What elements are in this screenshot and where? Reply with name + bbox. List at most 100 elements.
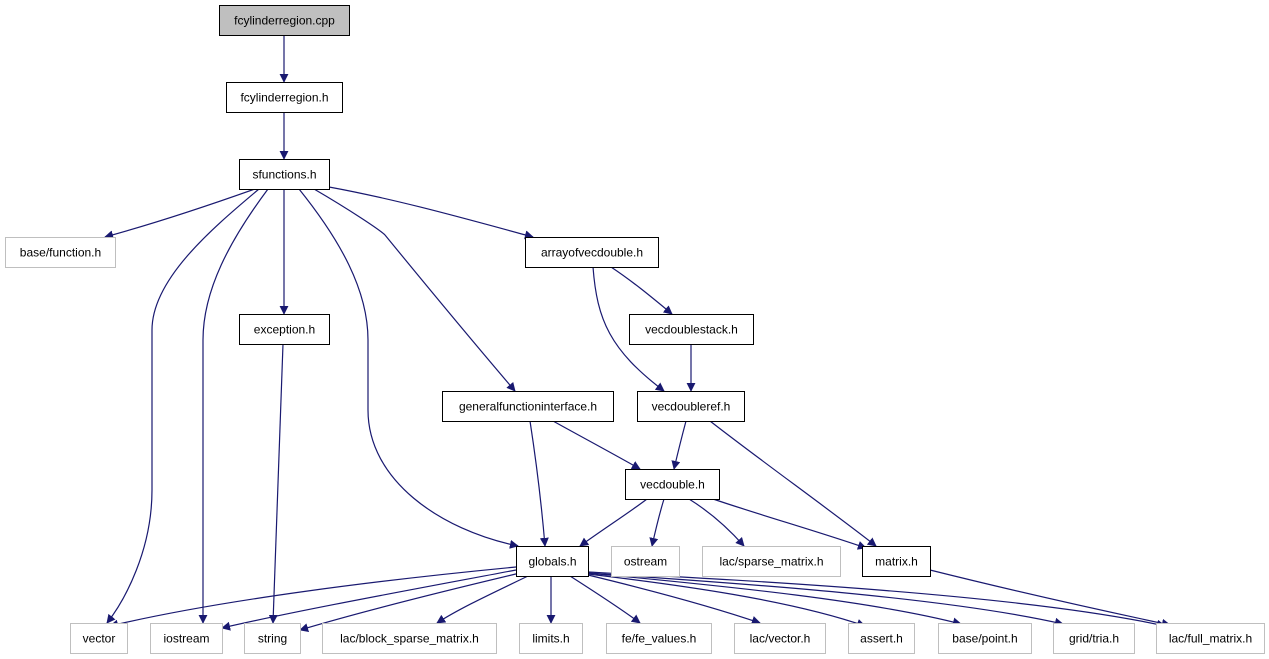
node-box: [938, 623, 1032, 654]
node-label: assert.h: [860, 632, 903, 646]
node-box: [1053, 623, 1135, 654]
node-label: lac/block_sparse_matrix.h: [340, 632, 479, 646]
node-label: fe/fe_values.h: [622, 632, 697, 646]
edge-sfunctions_h-to-generalfunctioninterface_h: [313, 188, 516, 392]
node-box: [848, 623, 915, 654]
edge-sfunctions_h-to-base_function_h: [104, 188, 256, 240]
node-label: fcylinderregion.cpp: [234, 14, 335, 28]
node-box: [239, 314, 330, 345]
edge-vecdoubleref_h-to-vecdouble_h: [671, 420, 687, 470]
node-label: string: [258, 632, 287, 646]
node-label: vecdoubleref.h: [652, 400, 731, 414]
node-lac_vector_h: lac/vector.h: [734, 623, 826, 654]
edge-globals_h-to-vector: [109, 566, 517, 629]
edge-sfunctions_h-to-iostream: [198, 188, 269, 624]
node-box: [244, 623, 301, 654]
node-base_function_h: base/function.h: [5, 237, 116, 268]
node-label: lac/vector.h: [750, 632, 811, 646]
node-box: [150, 623, 223, 654]
node-lac_sparse_matrix_h: lac/sparse_matrix.h: [702, 546, 841, 577]
node-fe_fe_values_h: fe/fe_values.h: [606, 623, 712, 654]
node-sfunctions_h[interactable]: sfunctions.h: [239, 159, 330, 190]
node-box: [734, 623, 826, 654]
node-label: ostream: [624, 555, 667, 569]
node-box: [625, 469, 720, 500]
node-string: string: [244, 623, 301, 654]
node-assert_h: assert.h: [848, 623, 915, 654]
edges-layer: [104, 35, 1171, 632]
edge-vecdouble_h-to-globals_h: [579, 498, 648, 547]
edge-globals_h-to-iostream: [221, 569, 517, 631]
node-vecdoublestack_h[interactable]: vecdoublestack.h: [629, 314, 754, 345]
edge-globals_h-to-string: [299, 572, 521, 632]
nodes-layer: fcylinderregion.cpp fcylinderregion.h sfun…: [5, 5, 1265, 654]
node-label: iostream: [163, 632, 209, 646]
edge-globals_h-to-assert_h: [587, 573, 866, 628]
node-box: [862, 546, 931, 577]
node-grid_tria_h: grid/tria.h: [1053, 623, 1135, 654]
edge-globals_h-to-lac_block_sparse_matrix_h: [436, 575, 529, 624]
node-limits_h: limits.h: [519, 623, 583, 654]
node-label: lac/sparse_matrix.h: [719, 555, 823, 569]
node-label: exception.h: [254, 323, 315, 337]
node-box: [5, 237, 116, 268]
edge-sfunctions_h-to-vector: [106, 188, 260, 624]
node-label: lac/full_matrix.h: [1169, 632, 1252, 646]
node-box: [611, 546, 680, 577]
edge-vecdouble_h-to-ostream: [649, 498, 665, 547]
node-label: vecdouble.h: [640, 478, 705, 492]
node-label: grid/tria.h: [1069, 632, 1119, 646]
edge-vecdouble_h-to-matrix_h: [712, 498, 867, 550]
node-label: arrayofvecdouble.h: [541, 246, 643, 260]
node-box: [516, 546, 589, 577]
node-label: base/function.h: [20, 246, 101, 260]
node-vecdouble_h[interactable]: vecdouble.h: [625, 469, 720, 500]
node-box: [442, 391, 614, 422]
node-box: [239, 159, 330, 190]
edge-generalfunctioninterface_h-to-vecdouble_h: [552, 420, 641, 470]
node-fcylinderregion_h[interactable]: fcylinderregion.h: [226, 82, 343, 113]
node-box: [519, 623, 583, 654]
edge-vecdouble_h-to-lac_sparse_matrix_h: [688, 498, 745, 547]
node-box: [629, 314, 754, 345]
edge-arrayofvecdouble_h-to-vecdoubleref_h: [592, 266, 665, 392]
node-ostream: ostream: [611, 546, 680, 577]
node-lac_full_matrix_h: lac/full_matrix.h: [1156, 623, 1265, 654]
node-base_point_h: base/point.h: [938, 623, 1032, 654]
edge-globals_h-to-base_point_h: [587, 572, 962, 627]
node-box: [525, 237, 659, 268]
edge-generalfunctioninterface_h-to-globals_h: [529, 420, 549, 547]
edge-globals_h-to-fe_fe_values_h: [569, 575, 641, 624]
edge-exception_h-to-string: [268, 343, 284, 624]
node-exception_h[interactable]: exception.h: [239, 314, 330, 345]
node-vecdoubleref_h[interactable]: vecdoubleref.h: [637, 391, 745, 422]
node-label: globals.h: [528, 555, 576, 569]
node-box: [702, 546, 841, 577]
node-globals_h[interactable]: globals.h: [516, 546, 589, 577]
node-fcylinderregion_cpp[interactable]: fcylinderregion.cpp: [219, 5, 350, 36]
node-box: [70, 623, 128, 654]
node-box: [637, 391, 745, 422]
node-matrix_h[interactable]: matrix.h: [862, 546, 931, 577]
node-label: fcylinderregion.h: [240, 91, 328, 105]
node-label: generalfunctioninterface.h: [459, 400, 597, 414]
node-lac_block_sparse_matrix_h: lac/block_sparse_matrix.h: [322, 623, 497, 654]
node-generalfunctioninterface_h[interactable]: generalfunctioninterface.h: [442, 391, 614, 422]
node-box: [606, 623, 712, 654]
node-vector: vector: [70, 623, 128, 654]
node-label: base/point.h: [952, 632, 1017, 646]
edge-globals_h-to-lac_vector_h: [587, 574, 761, 625]
node-label: vector: [83, 632, 116, 646]
node-label: matrix.h: [875, 555, 918, 569]
edge-sfunctions_h-to-arrayofvecdouble_h: [328, 186, 534, 240]
node-box: [226, 82, 343, 113]
node-arrayofvecdouble_h[interactable]: arrayofvecdouble.h: [525, 237, 659, 268]
edge-sfunctions_h-to-globals_h: [298, 188, 519, 549]
edge-matrix_h-to-lac_full_matrix_h: [929, 569, 1171, 628]
node-label: sfunctions.h: [252, 168, 316, 182]
edge-globals_h-to-lac_full_matrix_h: [587, 571, 1166, 629]
node-box: [219, 5, 350, 36]
node-label: vecdoublestack.h: [645, 323, 738, 337]
edge-vecdoubleref_h-to-matrix_h: [709, 420, 877, 547]
